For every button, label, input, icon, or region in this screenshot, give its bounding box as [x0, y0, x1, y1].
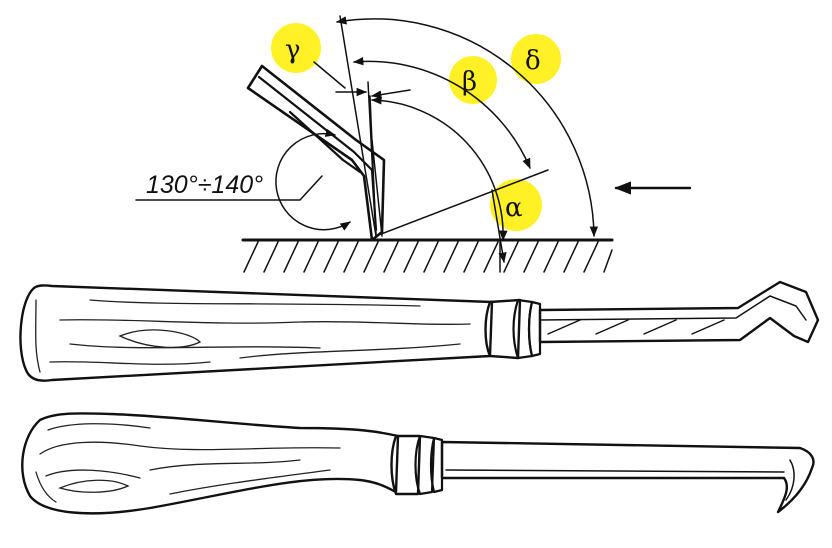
label-delta: δ [525, 46, 541, 76]
curved-tool [21, 412, 815, 515]
workpiece-surface [241, 238, 614, 273]
label-beta: β [462, 67, 477, 97]
hook-tool-blade [538, 280, 820, 344]
hook-tool-ferrule [484, 298, 542, 360]
hook-tool [19, 280, 820, 382]
curved-tool-handle [21, 412, 400, 515]
range-leader-line [135, 175, 323, 201]
curved-tool-blade [440, 440, 815, 514]
angle-arcs [275, 16, 599, 264]
label-gamma: γ [285, 35, 301, 65]
label-angle-range: 130°÷140° [146, 171, 263, 199]
hook-tool-handle [19, 284, 494, 382]
angle-diagram: γ β δ α 130°÷140° [135, 15, 692, 273]
label-alpha: α [505, 193, 523, 223]
surface-hatching [243, 241, 613, 273]
curved-tool-ferrule [390, 434, 444, 496]
